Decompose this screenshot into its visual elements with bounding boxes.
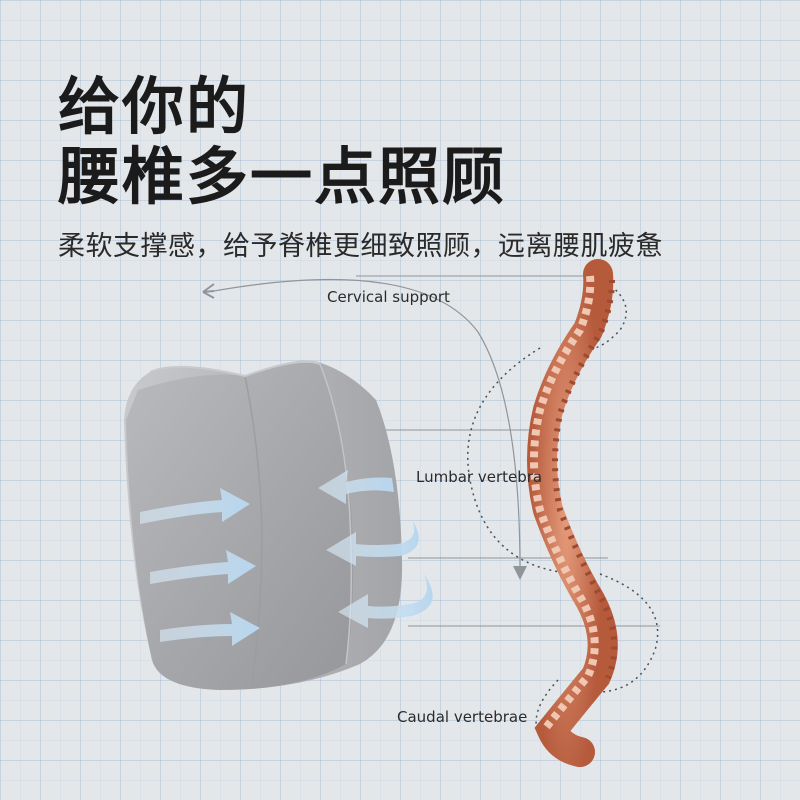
curved-guide-arrow	[202, 278, 527, 580]
subtitle: 柔软支撑感，给予脊椎更细致照顾，远离腰肌疲惫	[58, 231, 663, 262]
callout-lumbar-vertebra: Lumbar vertebra	[416, 468, 543, 486]
support-arrows	[140, 470, 433, 646]
callout-cervical-support: Cervical support	[327, 288, 450, 306]
spine-illustration	[527, 259, 618, 767]
lumbar-pillow-image	[124, 360, 403, 690]
callout-caudal-vertebrae: Caudal vertebrae	[397, 708, 528, 726]
headline-line-2: 腰椎多一点照顾	[58, 140, 507, 213]
headline-line-1: 给你的	[58, 70, 251, 143]
